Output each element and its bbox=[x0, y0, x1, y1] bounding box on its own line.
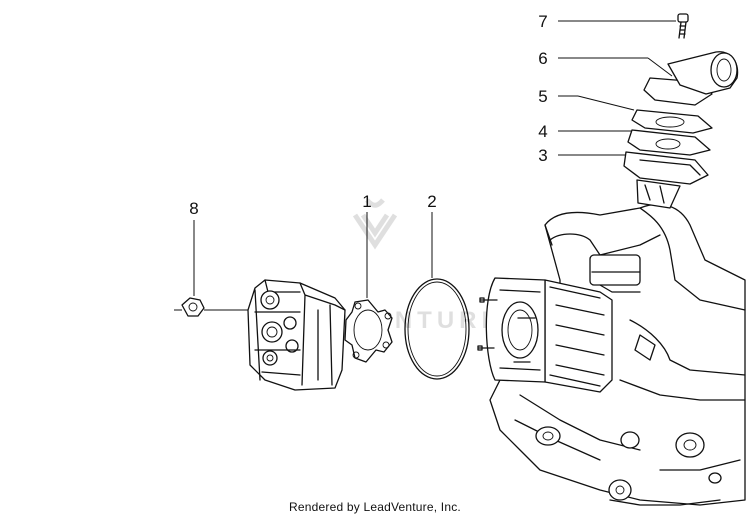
footer-credit: Rendered by LeadVenture, Inc. bbox=[289, 500, 461, 514]
callout-4: 4 bbox=[538, 122, 547, 141]
leader-lines bbox=[174, 20, 676, 311]
cylinder bbox=[477, 277, 613, 393]
reed-gasket-upper bbox=[631, 109, 713, 134]
crankcase bbox=[489, 203, 746, 506]
callout-2: 2 bbox=[427, 192, 436, 211]
leadventure-logo-icon bbox=[352, 198, 398, 250]
cylinder-head bbox=[247, 279, 346, 391]
nut bbox=[181, 297, 205, 317]
callout-3: 3 bbox=[538, 146, 547, 165]
screw bbox=[677, 13, 689, 39]
reed-valve bbox=[623, 151, 709, 209]
callout-8: 8 bbox=[189, 199, 198, 218]
head-gasket bbox=[344, 299, 393, 363]
callout-numbers: 1 2 3 4 5 6 7 8 bbox=[189, 12, 547, 218]
callout-1: 1 bbox=[362, 192, 371, 211]
o-ring bbox=[404, 278, 470, 380]
callout-5: 5 bbox=[538, 87, 547, 106]
callout-7: 7 bbox=[538, 12, 547, 31]
callout-6: 6 bbox=[538, 49, 547, 68]
reed-gasket-lower bbox=[627, 129, 711, 156]
intake-manifold bbox=[643, 51, 739, 106]
